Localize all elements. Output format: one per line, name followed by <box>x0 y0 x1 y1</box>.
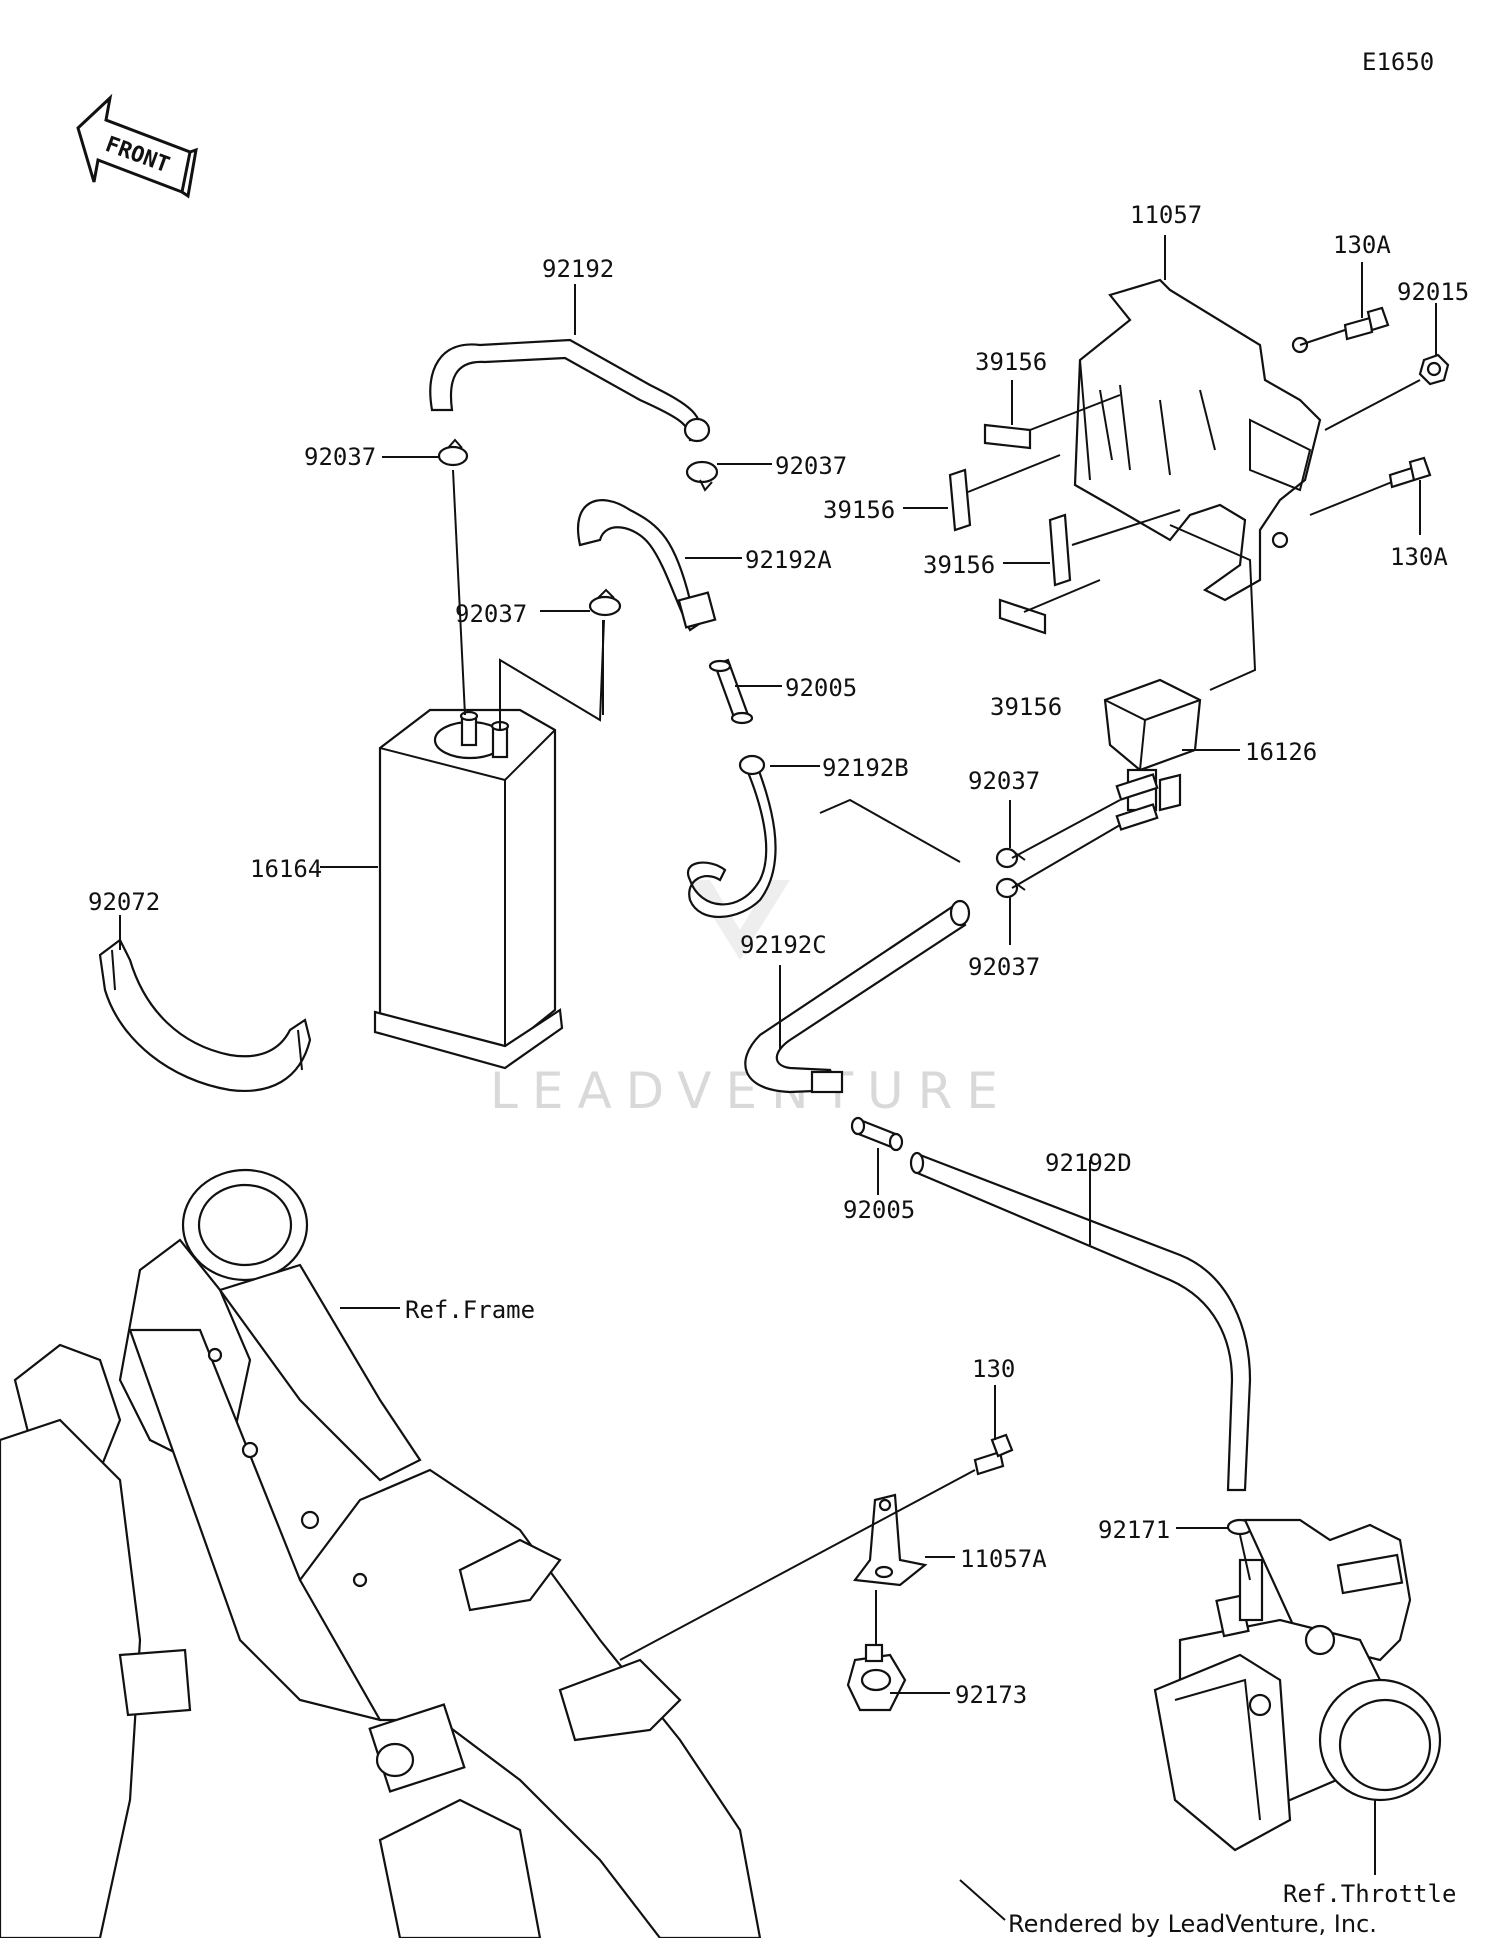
label-130A-b: 130A <box>1390 543 1448 571</box>
nut-92015 <box>1418 353 1450 386</box>
label-92037-c: 92037 <box>455 600 527 628</box>
bolt-130A-bottom <box>1388 456 1432 489</box>
hose-92192A <box>577 499 717 632</box>
label-16164: 16164 <box>250 855 322 883</box>
label-92005-b: 92005 <box>843 1196 915 1224</box>
valve-16126 <box>1103 678 1202 831</box>
label-39156-d: 39156 <box>990 693 1062 721</box>
label-92037-a: 92037 <box>304 443 376 471</box>
label-92015: 92015 <box>1397 278 1469 306</box>
clip-92173 <box>846 1643 907 1712</box>
bracket-11057A <box>852 1493 928 1587</box>
front-arrow-icon: FRONT <box>76 93 198 199</box>
pad-39156-b <box>948 468 972 532</box>
label-39156-c: 39156 <box>923 551 995 579</box>
label-92192D: 92192D <box>1045 1149 1132 1177</box>
clamp-92037-left <box>437 438 469 467</box>
label-92192: 92192 <box>542 255 614 283</box>
label-92171: 92171 <box>1098 1516 1170 1544</box>
label-39156-b: 39156 <box>823 496 895 524</box>
label-92072: 92072 <box>88 888 160 916</box>
frame-reference <box>0 1168 762 1938</box>
band-92072 <box>98 938 312 1092</box>
leader-lines <box>119 235 1437 1921</box>
watermark: LEADVENTURE <box>490 880 1012 1120</box>
label-11057: 11057 <box>1130 201 1202 229</box>
label-92037-b: 92037 <box>775 452 847 480</box>
label-92173: 92173 <box>955 1681 1027 1709</box>
clamp-92037-upper <box>995 847 1026 869</box>
credit-text: Rendered by LeadVenture, Inc. <box>1008 1910 1377 1938</box>
diagram-code: E1650 <box>1362 48 1434 76</box>
hose-92192C <box>744 899 971 1094</box>
clamp-92037-lower <box>995 877 1026 899</box>
callout-labels: 92192 92037 92037 92192A 92037 92005 921… <box>88 201 1469 1908</box>
label-92192A: 92192A <box>745 546 832 574</box>
label-92005-a: 92005 <box>785 674 857 702</box>
watermark-text: LEADVENTURE <box>490 1062 1012 1120</box>
throttle-body-reference <box>1153 1518 1442 1852</box>
bolt-130A-top <box>1343 306 1390 341</box>
canister-16164 <box>373 708 564 1070</box>
fitting-92005-bottom <box>850 1116 904 1152</box>
label-92192C: 92192C <box>740 931 827 959</box>
bolt-130 <box>973 1433 1014 1476</box>
pad-39156-c <box>1048 513 1072 587</box>
label-130: 130 <box>972 1355 1015 1383</box>
bracket-11057 <box>1073 278 1322 602</box>
label-130A-a: 130A <box>1333 231 1391 259</box>
label-92192B: 92192B <box>822 754 909 782</box>
label-ref-frame: Ref.Frame <box>405 1296 535 1324</box>
label-11057A: 11057A <box>960 1545 1047 1573</box>
hose-92192 <box>429 338 711 443</box>
hose-92192D <box>909 1151 1252 1492</box>
pad-39156-a <box>983 423 1032 450</box>
label-39156-a: 39156 <box>975 348 1047 376</box>
label-ref-throttle: Ref.Throttle <box>1283 1880 1456 1908</box>
hose-92192B <box>686 754 777 918</box>
clamp-92037-right <box>685 460 719 492</box>
clamp-92037-mid <box>588 588 622 617</box>
label-92037-e: 92037 <box>968 953 1040 981</box>
label-16126: 16126 <box>1245 738 1317 766</box>
fitting-92005-top <box>708 658 754 725</box>
label-92037-d: 92037 <box>968 767 1040 795</box>
